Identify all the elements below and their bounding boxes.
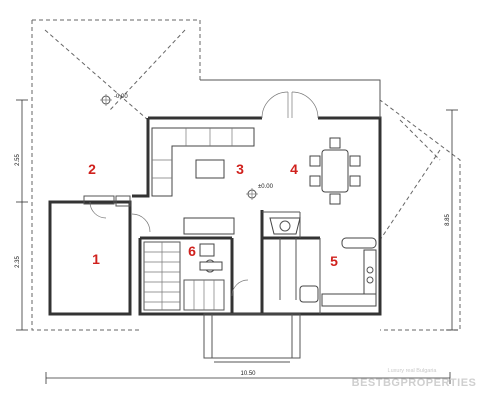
dimension-lines: 10.50 2.55 2.35 8.85 — [15, 99, 458, 384]
dining-set — [309, 137, 361, 205]
dim-right-total: 8.85 — [445, 214, 451, 226]
level-marker-terrace: -0.00 — [100, 94, 128, 106]
terrace-outline — [31, 19, 461, 331]
watermark-line1: Luxury real Bulgaria — [388, 368, 438, 374]
dim-left-lower: 2.35 — [15, 256, 21, 268]
room-number-3: 3 — [236, 161, 244, 177]
wc-fixtures — [199, 243, 223, 273]
porch — [203, 313, 301, 363]
watermark-line2: BESTBGPROPERTIES — [352, 377, 477, 389]
kitchen — [299, 237, 377, 307]
doors — [83, 91, 319, 297]
interior-walls — [140, 210, 321, 314]
living-level: ±0.00 — [258, 184, 274, 190]
room-number-6: 6 — [188, 243, 196, 259]
terrace-level: -0.00 — [114, 94, 128, 100]
room-numbers: 1 2 3 4 5 6 — [88, 161, 338, 269]
fireplace — [269, 217, 301, 235]
room-number-5: 5 — [330, 253, 338, 269]
sofa — [151, 127, 255, 235]
room-number-2: 2 — [88, 161, 96, 177]
watermark: Luxury real Bulgaria BESTBGPROPERTIES — [352, 368, 477, 389]
stairs — [143, 241, 225, 311]
room-number-1: 1 — [92, 251, 100, 267]
dim-overall-width: 10.50 — [240, 371, 256, 377]
room-number-4: 4 — [290, 161, 298, 177]
level-marker-living: ±0.00 — [246, 184, 274, 200]
dim-left-upper: 2.55 — [15, 154, 21, 166]
